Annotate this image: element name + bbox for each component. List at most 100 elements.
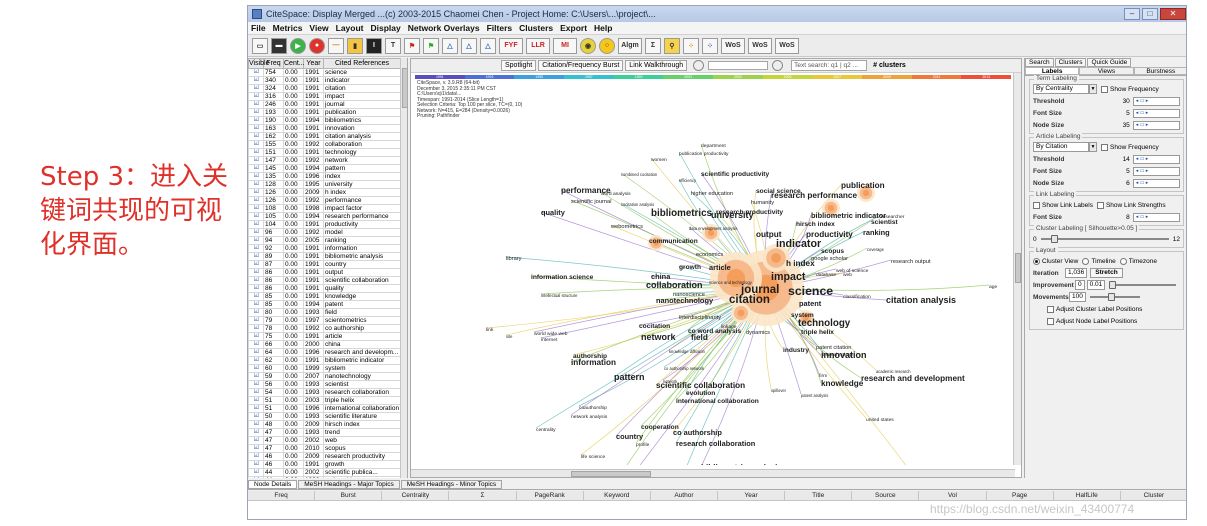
- menu-layout[interactable]: Layout: [335, 23, 364, 33]
- article-show-frequency-checkbox[interactable]: [1101, 143, 1108, 151]
- visible-checkbox[interactable]: ☑: [248, 268, 264, 277]
- visible-checkbox[interactable]: ☑: [248, 100, 264, 109]
- col-visible[interactable]: Visible: [248, 58, 270, 69]
- nodes-icon-2[interactable]: ⁘: [702, 37, 718, 54]
- movements-slider-knob[interactable]: [1107, 293, 1115, 301]
- details-column-header[interactable]: Keyword: [584, 491, 651, 500]
- visible-checkbox[interactable]: ☑: [248, 276, 264, 285]
- magnifier-icon[interactable]: ⚲: [664, 37, 680, 54]
- cluster-slider-knob[interactable]: [1050, 235, 1058, 243]
- timezone-radio[interactable]: [1119, 257, 1127, 265]
- adjust-node-checkbox[interactable]: [1047, 317, 1054, 325]
- visible-checkbox[interactable]: ☑: [248, 260, 264, 269]
- term-labeling-mode-select[interactable]: By Centrality: [1033, 84, 1089, 94]
- play-icon[interactable]: ▶: [290, 37, 306, 54]
- visible-checkbox[interactable]: ☑: [248, 140, 264, 149]
- cluster-labeling-slider[interactable]: [1040, 235, 1169, 243]
- visible-checkbox[interactable]: ☑: [248, 332, 264, 341]
- zoom-in-icon[interactable]: [772, 60, 784, 71]
- line-icon[interactable]: —: [328, 37, 344, 54]
- details-column-header[interactable]: Author: [651, 491, 718, 500]
- link-walkthrough-button[interactable]: Link Walkthrough: [625, 60, 688, 71]
- visible-checkbox[interactable]: ☑: [248, 460, 264, 469]
- view-horizontal-scrollbar[interactable]: [411, 469, 1015, 477]
- improvement-slider-knob[interactable]: [1109, 281, 1117, 289]
- details-column-header[interactable]: Σ: [449, 491, 517, 500]
- visible-checkbox[interactable]: ☑: [248, 92, 264, 101]
- zoom-out-icon[interactable]: [693, 60, 705, 71]
- visible-checkbox[interactable]: ☑: [248, 300, 264, 309]
- article-node-size-slider[interactable]: ◂ ▭ ▸: [1132, 178, 1180, 188]
- visible-checkbox[interactable]: ☑: [248, 292, 264, 301]
- visible-checkbox[interactable]: ☑: [248, 364, 264, 373]
- stretch-button[interactable]: Stretch: [1090, 268, 1123, 278]
- fyf-button[interactable]: FYF: [499, 37, 523, 54]
- visible-checkbox[interactable]: ☑: [248, 196, 264, 205]
- visible-checkbox[interactable]: ☑: [248, 172, 264, 181]
- menu-clusters[interactable]: Clusters: [519, 23, 554, 33]
- visible-checkbox[interactable]: ☑: [248, 244, 264, 253]
- stop-icon[interactable]: ●: [309, 37, 325, 54]
- green-flag-icon[interactable]: ⚑: [423, 37, 439, 54]
- spotlight-button[interactable]: Spotlight: [501, 60, 537, 71]
- visible-checkbox[interactable]: ☑: [248, 76, 264, 85]
- close-button[interactable]: ✕: [1160, 8, 1186, 20]
- wos-button-3[interactable]: WoS: [775, 37, 799, 54]
- text-search-input[interactable]: Text search: q1 | q2 ...: [791, 60, 868, 71]
- link-font-size-slider[interactable]: ◂ ▭ ▸: [1132, 212, 1180, 222]
- menu-display[interactable]: Display: [370, 23, 401, 33]
- term-threshold-slider[interactable]: ◂ ▭ ▸: [1132, 96, 1180, 106]
- details-column-header[interactable]: Source: [852, 491, 920, 500]
- triangle-icon-2[interactable]: △: [461, 37, 477, 54]
- visible-checkbox[interactable]: ☑: [248, 404, 264, 413]
- visible-checkbox[interactable]: ☑: [248, 436, 264, 445]
- yellow-circle-icon[interactable]: ○: [599, 37, 615, 54]
- visible-checkbox[interactable]: ☑: [248, 164, 264, 173]
- wos-button-1[interactable]: WoS: [721, 37, 745, 54]
- details-column-header[interactable]: Centrality: [382, 491, 450, 500]
- visible-checkbox[interactable]: ☑: [248, 156, 264, 165]
- tab-quick-guide[interactable]: Quick Guide: [1087, 58, 1132, 67]
- adjust-cluster-checkbox[interactable]: [1047, 305, 1054, 313]
- visible-checkbox[interactable]: ☑: [248, 148, 264, 157]
- wos-button-2[interactable]: WoS: [748, 37, 772, 54]
- cluster-view-radio[interactable]: [1033, 257, 1040, 265]
- visible-checkbox[interactable]: ☑: [248, 108, 264, 117]
- details-column-header[interactable]: Vol: [919, 491, 987, 500]
- improvement-slider[interactable]: [1109, 281, 1176, 289]
- article-labeling-mode-select[interactable]: By Citation: [1033, 142, 1089, 152]
- menu-metrics[interactable]: Metrics: [272, 23, 303, 33]
- visible-checkbox[interactable]: ☑: [248, 428, 264, 437]
- visible-checkbox[interactable]: ☑: [248, 204, 264, 213]
- col-centrality[interactable]: Cent...: [283, 58, 305, 69]
- movements-value[interactable]: 100: [1069, 292, 1086, 302]
- view-vscroll-thumb[interactable]: [1015, 253, 1021, 283]
- menu-filters[interactable]: Filters: [486, 23, 513, 33]
- visible-checkbox[interactable]: ☑: [248, 468, 264, 477]
- visible-checkbox[interactable]: ☑: [248, 132, 264, 141]
- timeline-radio[interactable]: [1082, 257, 1090, 265]
- text-icon[interactable]: T: [385, 37, 401, 54]
